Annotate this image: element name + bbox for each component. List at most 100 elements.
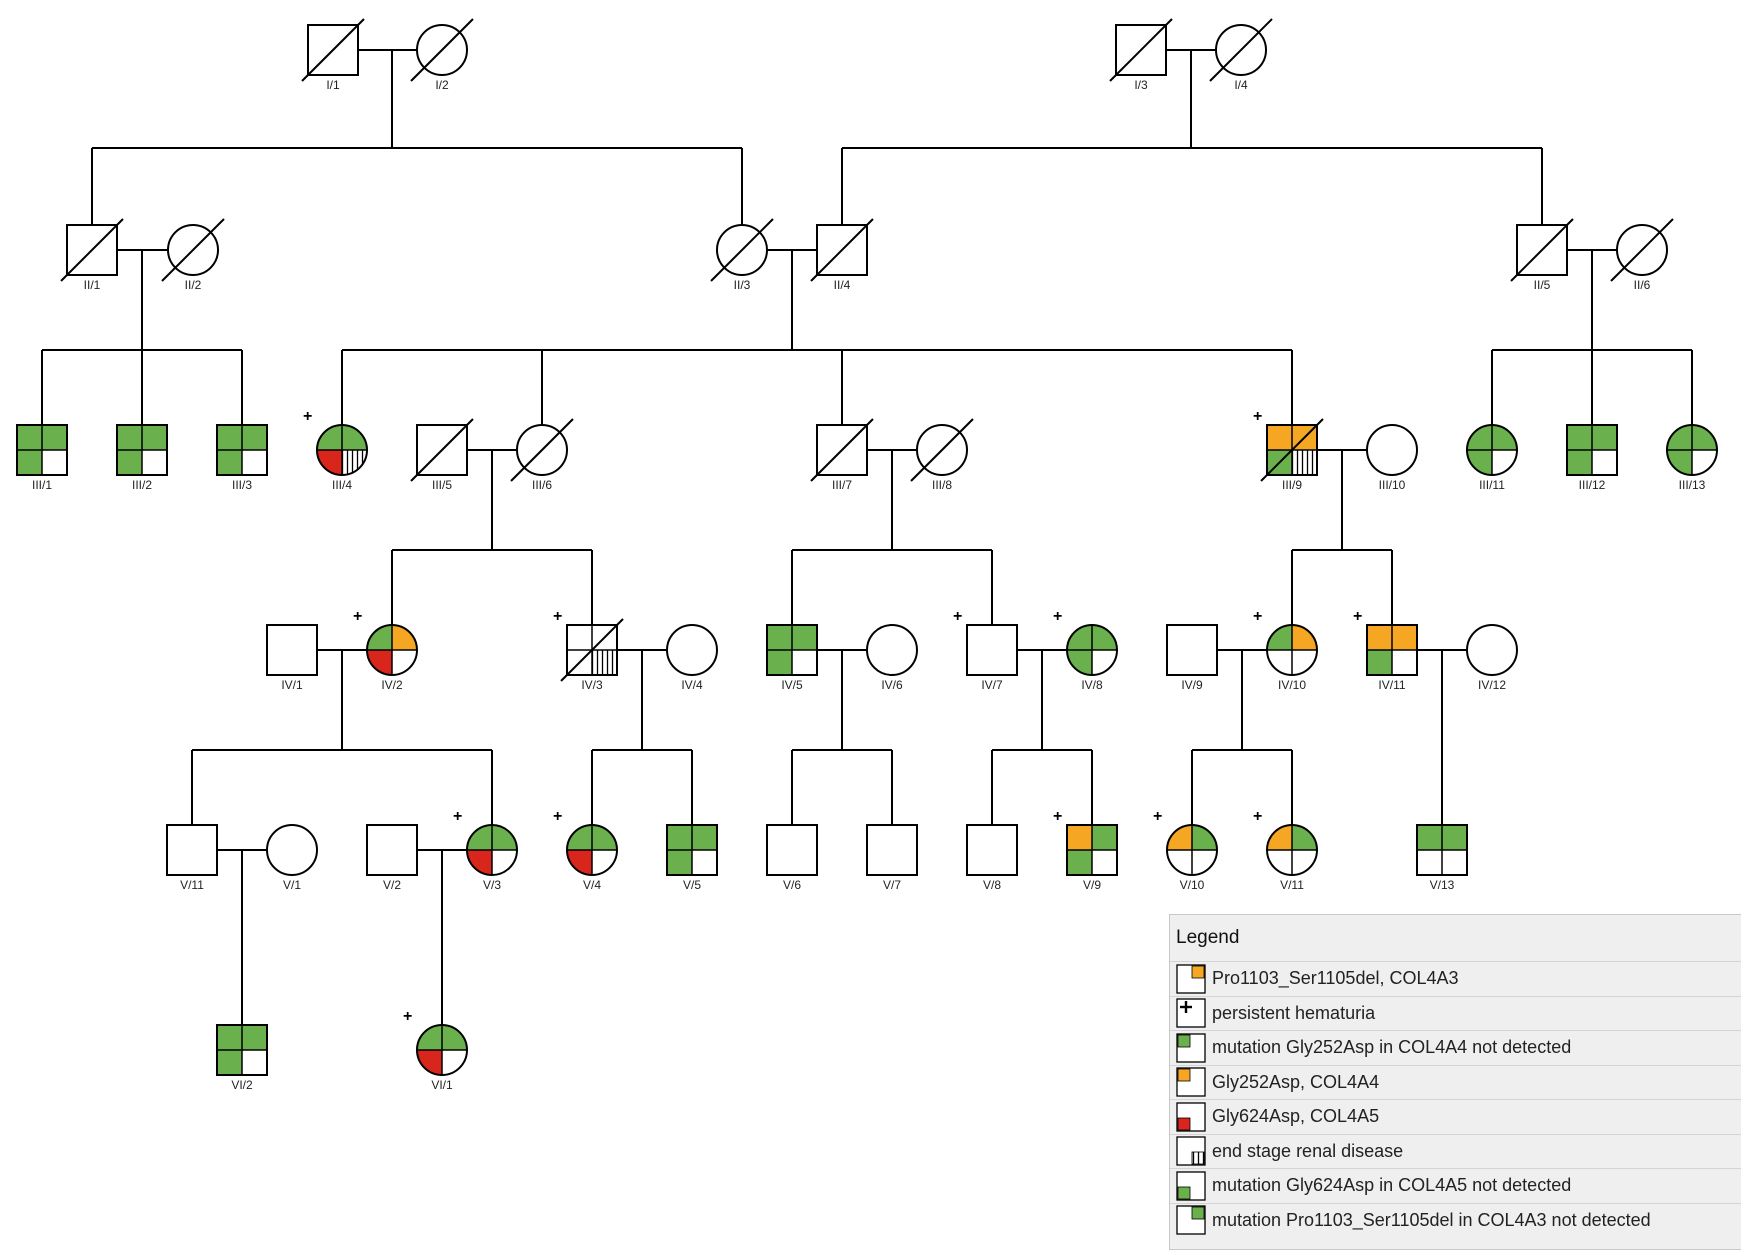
individual-id-label: VI/2 xyxy=(231,1078,253,1092)
hematuria-plus: + xyxy=(1153,808,1162,825)
individual-iv-11: +IV/11 xyxy=(1353,608,1418,692)
female-symbol xyxy=(916,424,968,476)
female-symbol xyxy=(266,824,318,876)
quadrant-fill xyxy=(217,1025,242,1050)
individual-iv-7: +IV/7 xyxy=(953,608,1018,692)
individual-ii-2: II/2 xyxy=(161,218,225,292)
individual-v-1: V/1 xyxy=(266,824,318,892)
female-symbol xyxy=(866,624,918,676)
individual-id-label: V/8 xyxy=(983,878,1001,892)
individual-iv-1: IV/1 xyxy=(266,624,318,692)
female-symbol xyxy=(167,224,219,276)
individual-id-label: IV/12 xyxy=(1478,678,1506,692)
individual-i-3: I/3 xyxy=(1109,18,1173,92)
legend-item-label: mutation Pro1103_Ser1105del in COL4A3 no… xyxy=(1212,1209,1651,1230)
male-symbol xyxy=(66,224,118,276)
individual-iv-10: +IV/10 xyxy=(1253,608,1318,692)
individual-id-label: III/11 xyxy=(1479,478,1505,492)
male-symbol xyxy=(1566,424,1618,476)
hematuria-plus: + xyxy=(353,608,362,625)
individual-id-label: V/3 xyxy=(483,878,501,892)
individual-id-label: VI/1 xyxy=(431,1078,453,1092)
hematuria-plus: + xyxy=(1253,808,1262,825)
quadrant-fill xyxy=(1692,425,1717,450)
individual-id-label: V/6 xyxy=(783,878,801,892)
individual-iv-8: +IV/8 xyxy=(1053,608,1118,692)
individual-v-2: V/2 xyxy=(366,824,418,892)
quadrant-fill xyxy=(792,625,817,650)
quadrant-fill xyxy=(767,650,792,675)
quadrant-fill xyxy=(367,650,392,675)
deceased-slash xyxy=(510,418,574,482)
quadrant-fill xyxy=(417,1050,442,1075)
individual-id-label: IV/9 xyxy=(1181,678,1203,692)
quadrant-fill xyxy=(492,825,517,850)
deceased-slash xyxy=(1510,218,1574,282)
individual-iii-4: +III/4 xyxy=(303,408,368,492)
quadrant-fill xyxy=(1067,625,1092,650)
male-symbol xyxy=(766,824,818,876)
individual-id-label: V/1 xyxy=(283,878,301,892)
quadrant-fill xyxy=(17,425,42,450)
deceased-slash xyxy=(410,418,474,482)
individual-ii-4: II/4 xyxy=(810,218,874,292)
individual-v-6: V/6 xyxy=(766,824,818,892)
individual-i-4: I/4 xyxy=(1209,18,1273,92)
male-symbol xyxy=(866,824,918,876)
quadrant-fill xyxy=(1292,450,1317,475)
female-symbol xyxy=(1266,824,1318,876)
quadrant-fill xyxy=(592,825,617,850)
tr-green-icon xyxy=(1176,1205,1206,1235)
hematuria-plus: + xyxy=(553,808,562,825)
individual-id-label: IV/11 xyxy=(1378,678,1405,692)
quadrant-fill xyxy=(242,1025,267,1050)
quadrant-fill xyxy=(1067,850,1092,875)
individual-v-8: V/8 xyxy=(966,824,1018,892)
individual-id-label: II/1 xyxy=(84,278,101,292)
legend-title: Legend xyxy=(1176,927,1240,948)
female-symbol xyxy=(1266,624,1318,676)
individual-id-label: V/7 xyxy=(883,878,901,892)
quadrant-fill xyxy=(42,425,67,450)
quadrant-fill xyxy=(1292,825,1317,850)
deceased-slash xyxy=(710,218,774,282)
female-symbol xyxy=(316,424,368,476)
legend-item-tl-green: mutation Gly252Asp in COL4A4 not detecte… xyxy=(1170,1030,1741,1065)
bl-red-icon xyxy=(1176,1102,1206,1132)
individual-id-label: III/10 xyxy=(1379,478,1406,492)
quadrant-fill xyxy=(1367,625,1392,650)
hematuria-plus: + xyxy=(953,608,962,625)
individual-id-label: IV/2 xyxy=(381,678,403,692)
quadrant-fill xyxy=(1467,450,1492,475)
male-symbol xyxy=(1266,424,1318,476)
male-symbol xyxy=(1166,624,1218,676)
individual-i-2: I/2 xyxy=(410,18,474,92)
legend-item-label: Gly624Asp, COL4A5 xyxy=(1212,1106,1380,1127)
hematuria-plus: + xyxy=(1053,808,1062,825)
individual-iv-5: IV/5 xyxy=(766,624,818,692)
individual-id-label: V/9 xyxy=(1083,878,1101,892)
quadrant-fill xyxy=(1067,825,1092,850)
individual-id-label: III/5 xyxy=(432,478,452,492)
individual-id-label: V/11 xyxy=(180,878,204,892)
legend-item-bl-green: mutation Gly624Asp in COL4A5 not detecte… xyxy=(1170,1168,1741,1203)
individual-ii-5: II/5 xyxy=(1510,218,1574,292)
quadrant-fill xyxy=(392,625,417,650)
legend-item-tl-orange: Gly252Asp, COL4A4 xyxy=(1170,1064,1741,1100)
deceased-slash xyxy=(60,218,124,282)
deceased-slash xyxy=(1109,18,1173,82)
individual-v-5: V/5 xyxy=(666,824,718,892)
individual-id-label: V/4 xyxy=(583,878,601,892)
individual-iii-13: III/13 xyxy=(1666,424,1718,492)
quadrant-fill xyxy=(1192,825,1217,850)
quadrant-fill xyxy=(342,450,367,475)
individual-iv-3: +IV/3 xyxy=(553,608,624,692)
individual-iii-5: III/5 xyxy=(410,418,474,492)
individual-v-10: +V/10 xyxy=(1153,808,1218,892)
individual-id-label: IV/3 xyxy=(581,678,603,692)
individual-v-11: V/11 xyxy=(166,824,218,892)
male-symbol xyxy=(1066,824,1118,876)
